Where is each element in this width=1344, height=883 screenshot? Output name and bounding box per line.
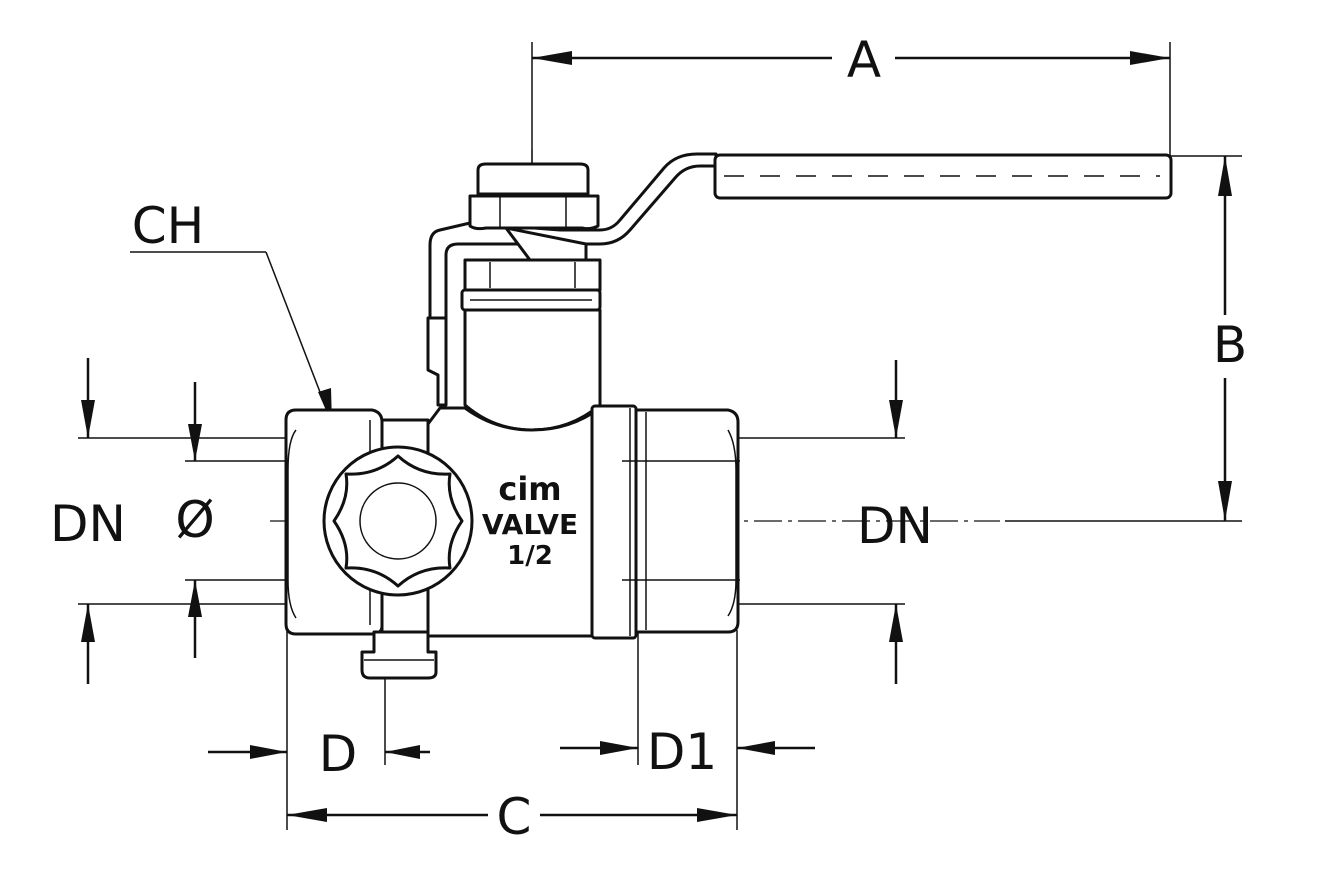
d1-arrow-right — [737, 741, 775, 755]
dimension-ch: CH — [130, 197, 332, 424]
bonnet-neck — [463, 308, 602, 432]
brand-mark: cim — [498, 470, 561, 508]
dimension-d-label: D — [319, 725, 358, 783]
dn-left-arrow-bottom — [81, 604, 95, 642]
right-end-connection — [634, 408, 740, 634]
marking-size: 1/2 — [507, 541, 553, 571]
ch-leader — [265, 251, 331, 419]
d-arrow-right — [385, 745, 420, 759]
stem-nut-lower — [463, 258, 602, 292]
c-arrow-left — [287, 808, 327, 822]
diameter-arrow-bottom — [188, 580, 202, 617]
dn-left-label: DN — [50, 495, 126, 553]
dn-right-arrow-top — [889, 400, 903, 438]
dimension-b: B — [1005, 155, 1247, 522]
diameter-label: Ø — [175, 491, 214, 549]
c-arrow-right — [697, 808, 737, 822]
dimension-diameter: Ø — [175, 382, 380, 658]
d1-arrow-left — [600, 741, 638, 755]
dn-right-arrow-bottom — [889, 604, 903, 642]
stem-bonnet — [426, 162, 602, 432]
dimension-a: A — [531, 31, 1171, 430]
a-arrow-left — [532, 51, 572, 65]
body-marking: cim VALVE 1/2 — [482, 470, 578, 571]
marking-line2: VALVE — [482, 508, 578, 541]
stop-lug — [426, 316, 448, 407]
ch-label: CH — [132, 197, 205, 255]
dimension-c: C — [286, 630, 738, 846]
drain-cap-center — [359, 482, 437, 560]
left-end-thread-curve — [287, 429, 297, 619]
dimension-c-label: C — [497, 788, 532, 846]
drain-cap-knob — [322, 445, 474, 597]
right-end-thread-curve — [727, 429, 737, 617]
dn-right-label: DN — [857, 497, 933, 555]
b-arrow-bottom — [1218, 481, 1232, 521]
dimension-dn-right: DN — [737, 360, 933, 684]
dimension-a-label: A — [847, 31, 881, 89]
dimension-b-label: B — [1213, 316, 1247, 374]
nut-cap — [476, 162, 590, 196]
drain-spigot — [360, 630, 438, 680]
a-arrow-right — [1130, 51, 1170, 65]
dimension-d: D — [208, 560, 430, 783]
hex-nut — [468, 194, 600, 231]
dimension-d1: D1 — [560, 610, 815, 781]
drain-cap-lobes — [332, 454, 464, 588]
d-arrow-left — [250, 745, 287, 759]
dimension-dn-left: DN — [50, 358, 288, 684]
dimension-d1-label: D1 — [647, 723, 717, 781]
dn-left-arrow-top — [81, 400, 95, 438]
b-arrow-top — [1218, 156, 1232, 196]
diameter-arrow-top — [188, 424, 202, 461]
